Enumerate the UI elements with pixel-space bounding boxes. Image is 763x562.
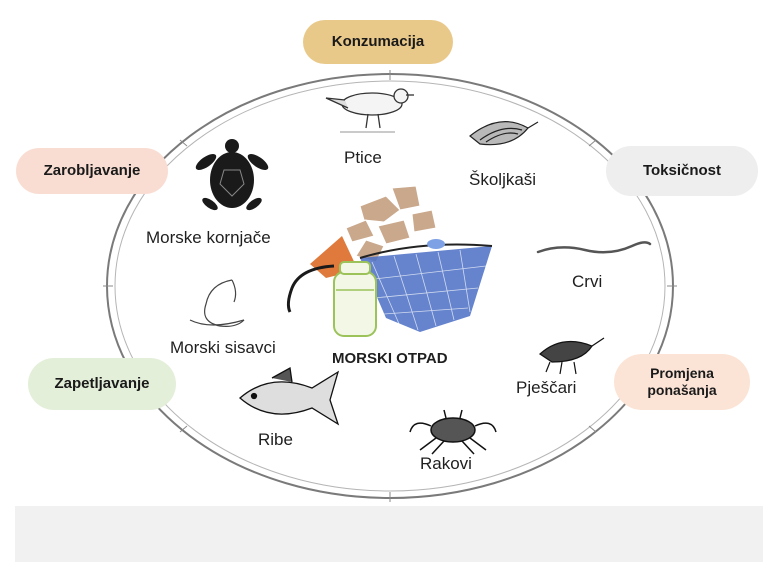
amphipod-icon	[540, 338, 604, 374]
impact-entanglement: Zapetljavanje	[28, 358, 176, 410]
seal-icon	[190, 280, 244, 326]
fish-icon	[240, 368, 338, 424]
impact-behavior-change-line1: Promjena	[650, 365, 714, 382]
label-marine-mammals: Morski sisavci	[170, 338, 276, 358]
marine-debris-illustration	[288, 186, 492, 336]
label-birds: Ptice	[344, 148, 382, 168]
impact-behavior-change-line2: ponašanja	[647, 382, 716, 399]
label-fish: Ribe	[258, 430, 293, 450]
impact-consumption: Konzumacija	[303, 20, 453, 64]
label-shellfish: Školjkaši	[469, 170, 536, 190]
label-sea-turtles: Morske kornjače	[146, 228, 271, 248]
label-crabs: Rakovi	[420, 454, 472, 474]
crab-icon	[410, 410, 496, 454]
center-label-marine-debris: MORSKI OTPAD	[332, 350, 448, 367]
worm-icon	[538, 242, 650, 252]
impact-entrapment: Zarobljavanje	[16, 148, 168, 194]
turtle-icon	[193, 139, 270, 212]
impact-behavior-change: Promjena ponašanja	[614, 354, 750, 410]
shellfish-icon	[470, 122, 538, 145]
bird-icon	[326, 89, 414, 132]
impact-toxicity: Toksičnost	[606, 146, 758, 196]
label-worms: Crvi	[572, 272, 602, 292]
label-amphipods: Pješčari	[516, 378, 576, 398]
